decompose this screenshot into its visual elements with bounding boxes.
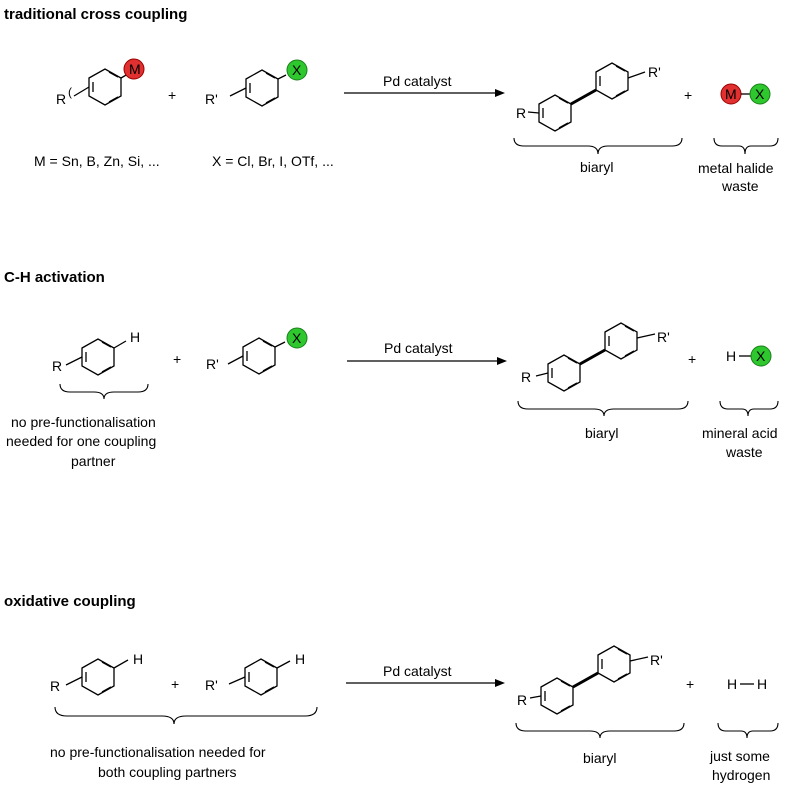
plus-sign: + (171, 676, 179, 692)
brace (54, 706, 318, 725)
substituent-label: R' (205, 677, 218, 693)
section-title: oxidative coupling (4, 593, 136, 610)
substituent-label: R' (205, 91, 218, 107)
biaryl-product: R R' (521, 322, 670, 392)
substituent-label: R' (650, 652, 663, 668)
brace (719, 400, 779, 417)
svg-text:(: ( (68, 85, 72, 99)
substituent-label: R (50, 678, 60, 694)
substituent-label: R (521, 369, 531, 385)
note-line: both coupling partners (98, 764, 237, 780)
section-ch-activation: C-H activation R H + R' X Pd catalyst (4, 269, 779, 469)
halide-group-label: X (292, 330, 302, 346)
byproduct-label-line: metal halide (698, 160, 774, 176)
section-oxidative-coupling: oxidative coupling R H + R' H Pd catalys… (4, 593, 779, 783)
hydrogen-label: H (757, 676, 767, 692)
brace (717, 722, 779, 739)
metal-group-label: M (129, 61, 141, 77)
section-traditional-cross-coupling: traditional cross coupling R ( M + R' X (4, 6, 779, 194)
halide-group-label: X (292, 62, 302, 78)
hydrogen-label: H (727, 676, 737, 692)
metal-group-ball (123, 58, 145, 80)
arrow-head (495, 679, 505, 687)
plus-sign: + (686, 676, 694, 692)
halide-ball (749, 83, 771, 105)
substituent-label: R (516, 105, 526, 121)
biaryl-product: R R' (517, 645, 663, 715)
plus-sign: + (684, 87, 692, 103)
substituent-label: R (56, 91, 66, 107)
substituent-label: R' (648, 64, 661, 80)
byproduct-label-line: waste (721, 178, 759, 194)
metal-note: M = Sn, B, Zn, Si, ... (34, 153, 160, 169)
note-line: no pre-functionalisation needed for (50, 744, 266, 760)
note-line: needed for one coupling (6, 433, 156, 449)
halide-label: X (755, 86, 765, 102)
arene-reagent: R' H (205, 651, 305, 696)
plus-sign: + (688, 351, 696, 367)
arrow-label: Pd catalyst (383, 663, 452, 679)
product-label: biaryl (585, 425, 618, 441)
biaryl-product: R R' (516, 62, 661, 132)
hydrogen-label: H (726, 348, 736, 364)
note-line: no pre-functionalisation (11, 414, 156, 430)
plus-sign: + (173, 351, 181, 367)
arene-reagent: R H (52, 329, 140, 376)
brace (713, 137, 779, 155)
section-title: C-H activation (4, 269, 105, 286)
halide-group-ball (286, 327, 308, 349)
plus-sign: + (168, 87, 176, 103)
metal-halide-byproduct: M X (720, 83, 771, 105)
byproduct-label-line: just some (709, 748, 770, 764)
brace (515, 722, 685, 739)
substituent-label: R (52, 358, 62, 374)
metal-label: M (725, 86, 737, 102)
hydrogen-label: H (295, 651, 305, 667)
halide-note: X = Cl, Br, I, OTf, ... (212, 153, 334, 169)
acid-byproduct: H X (726, 345, 772, 367)
brace (517, 400, 689, 417)
arrow-label: Pd catalyst (384, 340, 453, 356)
byproduct-label-line: hydrogen (712, 767, 770, 783)
arene-reagent: R H (50, 651, 143, 696)
substituent-label: R' (206, 356, 219, 372)
substituent-label: R (517, 692, 527, 708)
arrow-label: Pd catalyst (383, 73, 452, 89)
section-title: traditional cross coupling (4, 6, 187, 23)
hydrogen-label: H (133, 651, 143, 667)
brace (513, 137, 683, 155)
product-label: biaryl (580, 159, 613, 175)
halide-label: X (756, 348, 766, 364)
hydrogen-byproduct: H H (727, 676, 767, 692)
arrow-head (497, 357, 507, 365)
note-line: partner (71, 453, 116, 469)
aryl-halide-reagent: R' X (205, 59, 308, 107)
hydrogen-label: H (130, 329, 140, 345)
halide-ball (750, 345, 772, 367)
brace (59, 383, 149, 400)
aryl-halide-reagent: R' X (206, 327, 308, 375)
byproduct-label-line: mineral acid (702, 425, 777, 441)
product-label: biaryl (583, 750, 616, 766)
substituent-label: R' (657, 329, 670, 345)
halide-group-ball (286, 59, 308, 81)
aryl-metal-reagent: R ( M (56, 58, 145, 107)
arrow-head (495, 89, 505, 97)
byproduct-label-line: waste (725, 444, 763, 460)
